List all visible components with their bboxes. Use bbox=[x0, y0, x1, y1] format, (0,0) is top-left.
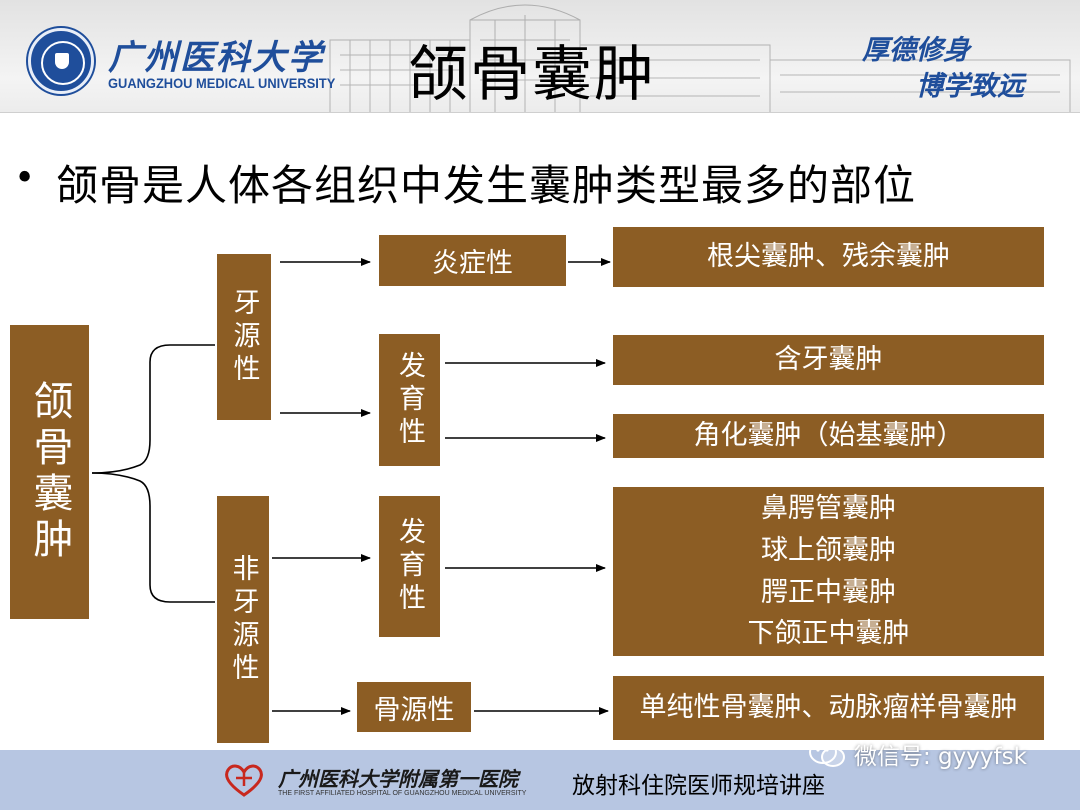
wechat-id-text: 微信号: gyyyfsk bbox=[854, 737, 1027, 771]
wechat-watermark: 微信号: gyyyfsk bbox=[808, 737, 1027, 771]
leaf-dentigerous-label: 含牙囊肿 bbox=[775, 339, 883, 381]
node-developmental-odontogenic-label: 发育性 bbox=[390, 351, 429, 450]
leaf-median-palatal-label: 腭正中囊肿 bbox=[761, 572, 896, 614]
node-osteogenic: 骨源性 bbox=[357, 682, 471, 732]
leaf-bone-label: 单纯性骨囊肿、动脉瘤样骨囊肿 bbox=[640, 687, 1018, 729]
leaf-median-mandibular-label: 下颌正中囊肿 bbox=[748, 613, 910, 655]
leaf-inflammatory-cysts: 根尖囊肿、残余囊肿 bbox=[613, 227, 1044, 287]
leaf-globulomaxillary-label: 球上颌囊肿 bbox=[761, 530, 896, 572]
node-inflammatory-label: 炎症性 bbox=[432, 241, 513, 280]
leaf-bone-cysts: 单纯性骨囊肿、动脉瘤样骨囊肿 bbox=[613, 676, 1044, 740]
leaf-keratocyst-label: 角化囊肿（始基囊肿） bbox=[694, 415, 964, 457]
motto-line-1: 厚德修身 bbox=[862, 28, 970, 67]
slide-header: 广州医科大学 GUANGZHOU MEDICAL UNIVERSITY 颌骨囊肿… bbox=[0, 0, 1080, 113]
leaf-keratocyst: 角化囊肿（始基囊肿） bbox=[613, 414, 1044, 458]
leaf-dentigerous-cyst: 含牙囊肿 bbox=[613, 335, 1044, 385]
node-non-odontogenic: 非牙源性 bbox=[217, 496, 269, 743]
hospital-logo-icon bbox=[222, 762, 266, 798]
node-developmental-non-odontogenic: 发育性 bbox=[379, 496, 440, 637]
root-brace bbox=[92, 345, 215, 473]
university-name-cn: 广州医科大学 bbox=[108, 30, 324, 79]
hospital-name-en: THE FIRST AFFILIATED HOSPITAL OF GUANGZH… bbox=[278, 790, 526, 797]
university-name-en: GUANGZHOU MEDICAL UNIVERSITY bbox=[108, 75, 335, 91]
leaf-nasopalatine-label: 鼻腭管囊肿 bbox=[761, 488, 896, 530]
node-osteogenic-label: 骨源性 bbox=[374, 688, 455, 727]
motto-line-2: 博学致远 bbox=[916, 64, 1024, 103]
root-node-label: 颌骨囊肿 bbox=[21, 380, 79, 564]
hospital-name-cn: 广州医科大学附属第一医院 bbox=[278, 763, 518, 792]
node-inflammatory: 炎症性 bbox=[379, 235, 566, 286]
university-emblem-icon bbox=[28, 28, 94, 94]
page-title: 颌骨囊肿 bbox=[408, 26, 656, 113]
wechat-icon bbox=[808, 739, 846, 769]
node-developmental-odontogenic: 发育性 bbox=[379, 334, 440, 466]
lecture-series-label: 放射科住院医师规培讲座 bbox=[572, 766, 825, 800]
root-node-jaw-cyst: 颌骨囊肿 bbox=[10, 325, 89, 619]
leaf-inflammatory-label: 根尖囊肿、残余囊肿 bbox=[707, 236, 950, 278]
leaf-non-odontogenic-cysts: 鼻腭管囊肿 球上颌囊肿 腭正中囊肿 下颌正中囊肿 bbox=[613, 487, 1044, 656]
node-odontogenic: 牙源性 bbox=[217, 254, 271, 420]
bullet-text: 颌骨是人体各组织中发生囊肿类型最多的部位 bbox=[56, 152, 916, 213]
node-developmental-non-odontogenic-label: 发育性 bbox=[390, 517, 429, 616]
bullet-marker: • bbox=[14, 158, 35, 199]
node-non-odontogenic-label: 非牙源性 bbox=[224, 554, 263, 686]
node-odontogenic-label: 牙源性 bbox=[225, 288, 264, 387]
